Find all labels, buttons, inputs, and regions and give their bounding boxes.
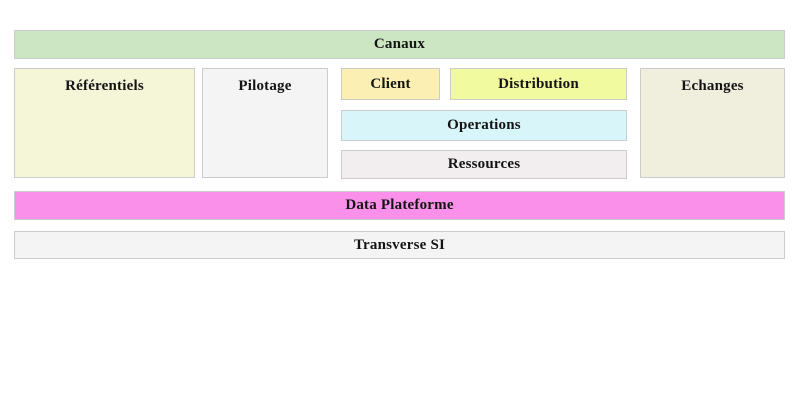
block-ressources[interactable]: Ressources [341,150,627,179]
block-pilotage-label: Pilotage [238,78,292,94]
block-client[interactable]: Client [341,68,440,100]
block-canaux-label: Canaux [373,36,426,53]
block-pilotage[interactable]: Pilotage [202,68,328,178]
block-referentiels[interactable]: Référentiels [14,68,195,178]
block-transverse-si[interactable]: Transverse SI [14,231,785,259]
block-operations[interactable]: Operations [341,110,627,141]
block-client-label: Client [370,75,411,92]
block-data-plateforme[interactable]: Data Plateforme [14,191,785,220]
block-data-plateforme-label: Data Plateforme [345,197,454,214]
block-echanges-label: Echanges [681,78,744,94]
block-ressources-label: Ressources [447,156,521,173]
block-referentiels-label: Référentiels [65,78,144,94]
block-canaux[interactable]: Canaux [14,30,785,59]
block-echanges[interactable]: Echanges [640,68,785,178]
block-distribution[interactable]: Distribution [450,68,627,100]
block-operations-label: Operations [447,117,521,134]
block-distribution-label: Distribution [498,75,579,92]
block-transverse-si-label: Transverse SI [353,236,446,253]
